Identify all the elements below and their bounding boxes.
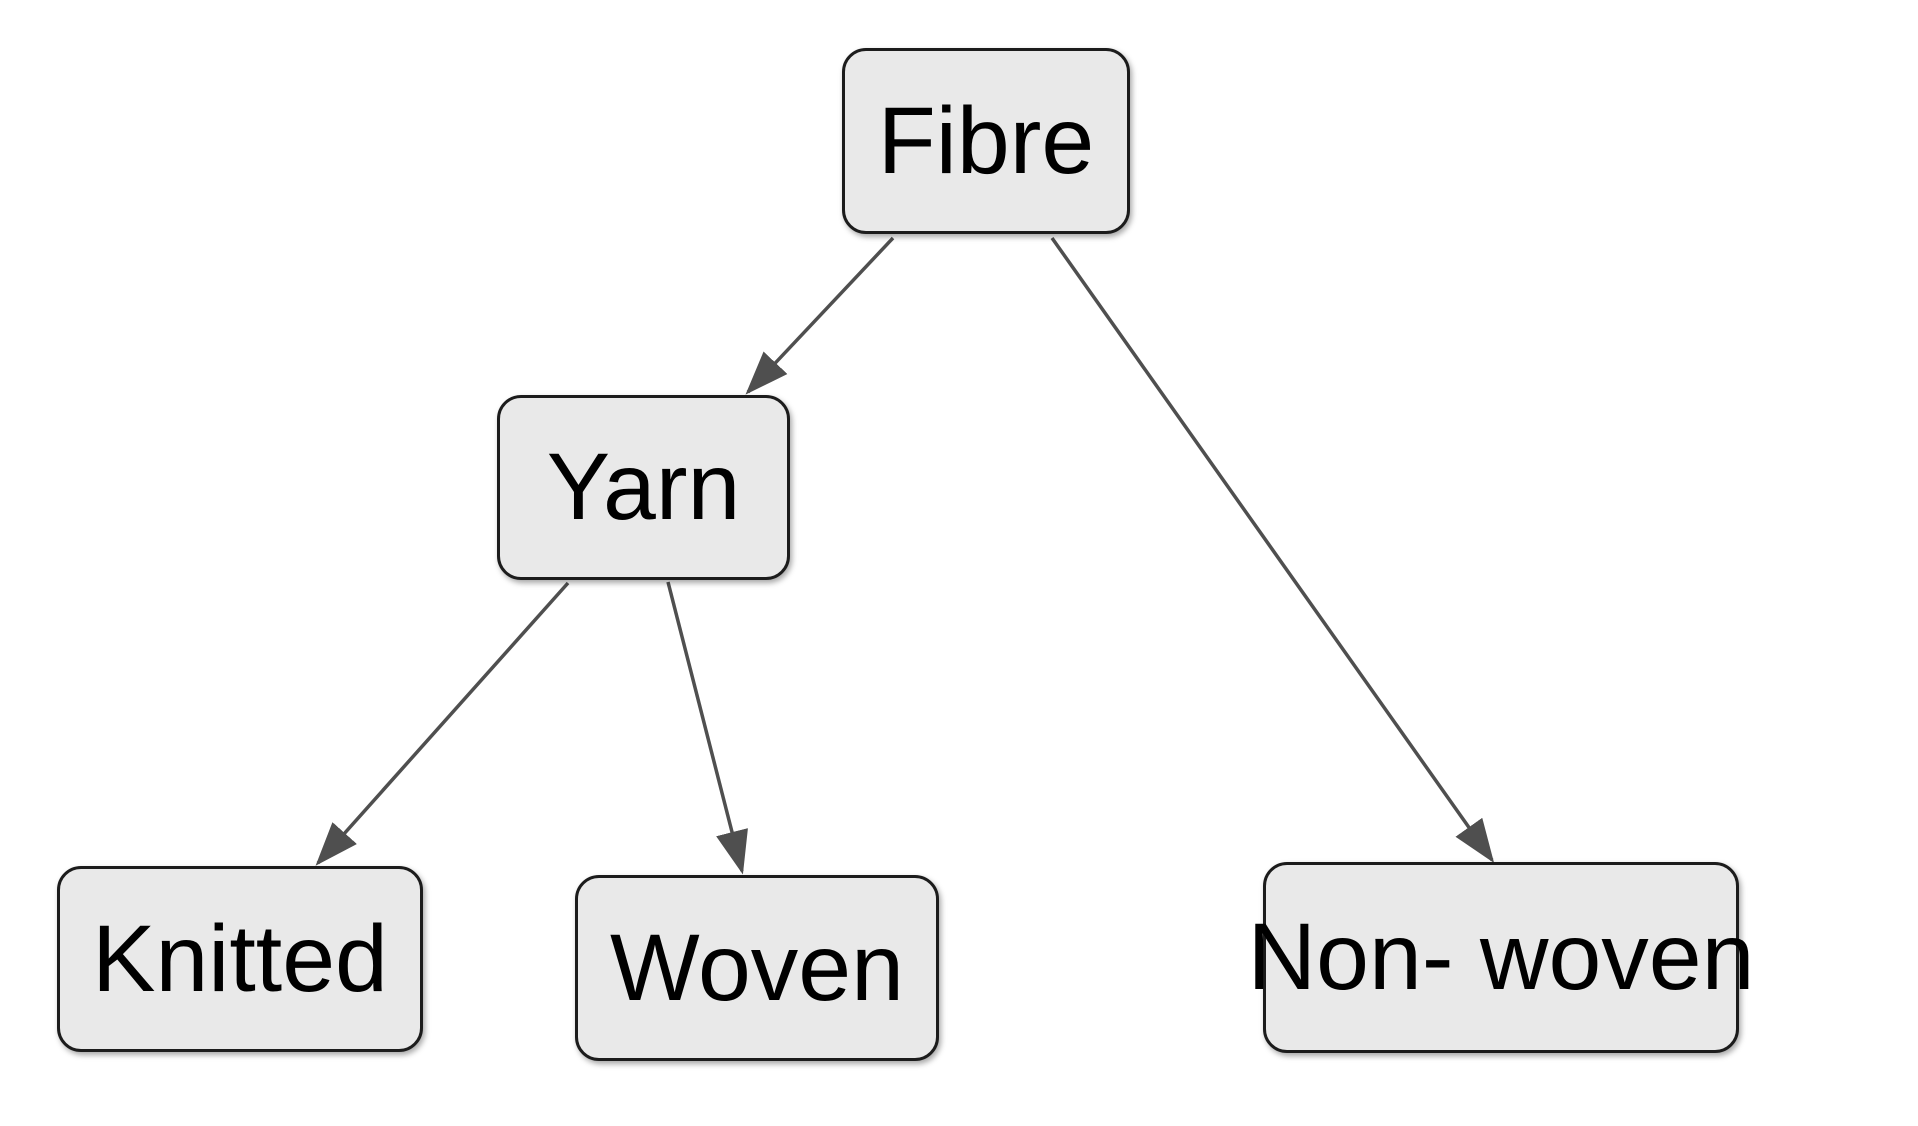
node-yarn: Yarn — [497, 395, 790, 580]
edge-arrow-fibre-to-non_woven — [1050, 236, 1495, 863]
edge-arrow-yarn-to-knitted — [315, 581, 570, 866]
node-knitted: Knitted — [57, 866, 423, 1052]
node-label-knitted: Knitted — [92, 905, 388, 1012]
edge-arrow-yarn-to-woven — [666, 581, 748, 875]
node-label-yarn: Yarn — [546, 434, 741, 540]
node-woven: Woven — [575, 875, 939, 1061]
edge-arrow-fibre-to-yarn — [745, 236, 895, 395]
node-fibre: Fibre — [842, 48, 1130, 234]
node-label-woven: Woven — [610, 914, 904, 1021]
node-non_woven: Non- woven — [1248, 862, 1754, 1053]
node-label-fibre: Fibre — [877, 87, 1095, 194]
node-label-non_woven: Non- woven — [1247, 904, 1755, 1010]
